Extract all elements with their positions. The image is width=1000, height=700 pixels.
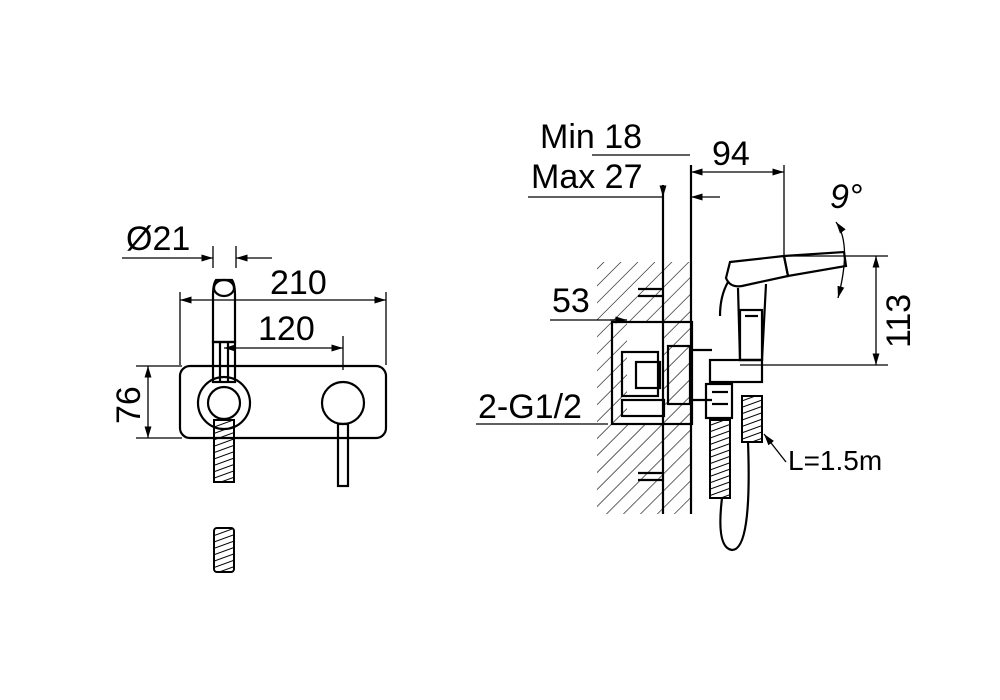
angle-dimension: 9° xyxy=(830,178,863,299)
height-label: 76 xyxy=(110,386,148,424)
hose-length-label: L=1.5m xyxy=(788,445,882,476)
angle-label: 9° xyxy=(830,178,863,216)
hose-side-left xyxy=(709,419,731,499)
valve-lever xyxy=(336,422,350,488)
mounting-box xyxy=(610,320,712,426)
center-dimension: 120 xyxy=(224,310,344,370)
front-view: Ø21 210 120 76 xyxy=(110,220,388,573)
hose-front-lower xyxy=(213,527,235,573)
holder-bracket xyxy=(704,358,764,420)
width-dimension: 210 xyxy=(179,264,387,365)
anchor-screws xyxy=(638,287,664,482)
holder-inner xyxy=(206,385,242,421)
connection-label: 2-G1/2 xyxy=(478,388,582,426)
center-label: 120 xyxy=(258,310,315,348)
depth-label: 53 xyxy=(552,282,590,320)
side-view: Min 18 Max 27 94 9° xyxy=(476,118,918,552)
min-label: Min 18 xyxy=(540,118,642,156)
sprayer-front xyxy=(211,278,237,384)
wall-plate xyxy=(178,364,388,440)
diameter-dimension: Ø21 xyxy=(122,220,272,268)
sprayer-height-label: 113 xyxy=(880,294,918,348)
projection-dimension: 94 xyxy=(691,135,785,258)
depth-dimension: 53 xyxy=(550,282,627,324)
hose-loop xyxy=(719,441,750,552)
projection-label: 94 xyxy=(712,135,750,173)
width-label: 210 xyxy=(270,264,327,302)
diameter-label: Ø21 xyxy=(126,220,190,258)
sprayer-height-dimension: 113 xyxy=(740,255,918,366)
height-dimension: 76 xyxy=(110,365,182,439)
max-label: Max 27 xyxy=(531,158,643,196)
hose-front-upper xyxy=(213,419,235,483)
hose-side-right xyxy=(741,395,763,443)
valve-handle xyxy=(320,380,366,426)
sprayer-side xyxy=(718,250,848,362)
